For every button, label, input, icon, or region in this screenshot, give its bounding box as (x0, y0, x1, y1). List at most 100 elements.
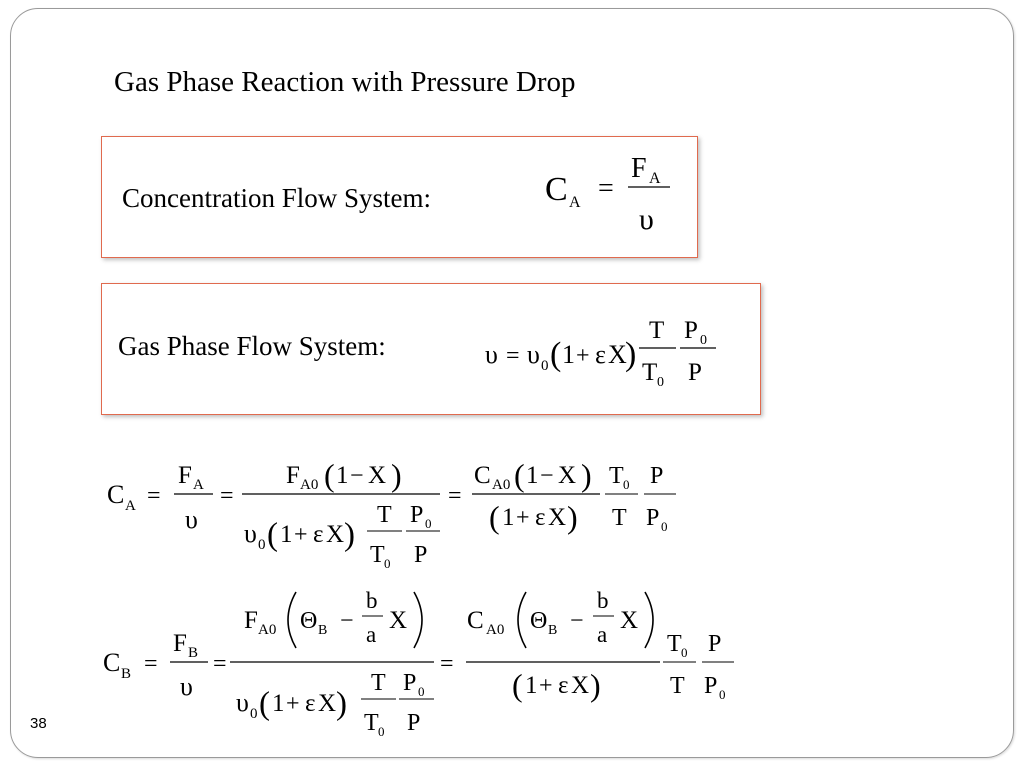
svg-text:(: ( (489, 499, 500, 535)
svg-text:0: 0 (258, 537, 266, 553)
concentration-flow-label: Concentration Flow System: (122, 183, 431, 213)
svg-text:): ) (567, 499, 578, 535)
slide-frame (10, 8, 1014, 758)
svg-text:=: = (506, 343, 520, 369)
svg-text:a: a (597, 622, 607, 647)
svg-text:0: 0 (418, 684, 425, 699)
svg-text:A0: A0 (486, 622, 504, 638)
svg-text:P: P (708, 631, 721, 657)
svg-text:υ: υ (639, 203, 654, 236)
svg-text:b: b (366, 588, 378, 613)
svg-text:T: T (377, 502, 392, 528)
svg-text:=: = (598, 173, 614, 204)
svg-text:=: = (440, 651, 454, 677)
svg-text:C: C (474, 462, 491, 489)
svg-text:C: C (467, 607, 484, 634)
svg-text:): ) (590, 667, 601, 703)
svg-text:a: a (366, 622, 376, 647)
svg-text:F: F (286, 462, 300, 489)
svg-text:=: = (220, 483, 234, 509)
svg-text:0: 0 (657, 375, 664, 390)
svg-text:+: + (539, 673, 553, 699)
svg-text:υ: υ (180, 672, 193, 701)
slide-number: 38 (30, 715, 47, 732)
svg-text:(: ( (324, 457, 335, 493)
svg-text:ε: ε (558, 672, 569, 699)
svg-text:): ) (625, 336, 636, 373)
svg-text:X: X (318, 690, 336, 717)
cb-equation: C B = F B υ = F A0 Θ B − b a X υ 0 ( 1 +… (103, 588, 734, 739)
svg-text:(: ( (550, 336, 561, 373)
svg-text:=: = (147, 483, 161, 509)
concentration-equation: C A = F A υ (545, 153, 670, 236)
svg-text:+: + (286, 691, 300, 717)
svg-text:υ: υ (236, 688, 249, 717)
svg-text:F: F (173, 630, 187, 657)
svg-text:ε: ε (535, 504, 546, 531)
svg-text:T: T (371, 670, 386, 696)
svg-text:+: + (516, 505, 530, 531)
svg-text:=: = (144, 651, 158, 677)
svg-text:1: 1 (336, 462, 349, 489)
svg-text:ε: ε (313, 521, 324, 548)
svg-text:Θ: Θ (300, 608, 317, 634)
svg-text:C: C (103, 648, 120, 677)
svg-text:A: A (649, 170, 661, 187)
svg-text:T: T (649, 317, 664, 344)
svg-text:−: − (540, 463, 554, 489)
svg-text:1: 1 (280, 521, 293, 548)
svg-text:T: T (612, 505, 627, 531)
svg-text:−: − (340, 608, 354, 634)
svg-text:): ) (344, 517, 355, 553)
svg-text:T: T (364, 710, 379, 736)
svg-text:P: P (650, 463, 663, 489)
svg-text:b: b (597, 588, 609, 613)
svg-text:P: P (410, 502, 423, 528)
gas-phase-flow-box: Gas Phase Flow System: υ = υ 0 ( 1 + ε X… (101, 283, 761, 415)
svg-text:X: X (608, 340, 627, 369)
svg-text:υ: υ (244, 519, 257, 548)
svg-text:−: − (350, 463, 364, 489)
svg-text:0: 0 (661, 519, 668, 534)
svg-text:A0: A0 (258, 622, 276, 638)
svg-text:B: B (548, 623, 557, 638)
svg-text:0: 0 (250, 706, 258, 722)
svg-text:B: B (318, 623, 327, 638)
svg-text:A0: A0 (300, 477, 318, 493)
svg-text:X: X (571, 672, 589, 699)
svg-text:T: T (370, 542, 385, 568)
svg-text:1: 1 (272, 690, 285, 717)
svg-text:F: F (631, 153, 647, 184)
svg-text:0: 0 (681, 645, 688, 660)
svg-text:A: A (125, 498, 136, 514)
svg-text:B: B (188, 645, 198, 661)
svg-text:0: 0 (425, 516, 432, 531)
svg-text:P: P (646, 505, 659, 531)
svg-text:T: T (642, 359, 657, 386)
svg-text:1: 1 (526, 462, 539, 489)
slide-title: Gas Phase Reaction with Pressure Drop (114, 66, 576, 98)
svg-text:Θ: Θ (530, 608, 547, 634)
svg-text:X: X (548, 504, 566, 531)
svg-text:ε: ε (305, 690, 316, 717)
svg-text:0: 0 (623, 477, 630, 492)
svg-text:A0: A0 (492, 477, 510, 493)
gas-phase-flow-label: Gas Phase Flow System: (118, 331, 386, 361)
svg-text:0: 0 (384, 556, 391, 571)
svg-text:P: P (688, 359, 702, 386)
svg-text:1: 1 (502, 504, 515, 531)
svg-text:X: X (558, 462, 576, 489)
ca-equation: C A = F A υ = F A0 ( 1 − X ) υ 0 ( 1 + ε… (107, 457, 676, 571)
svg-text:C: C (545, 171, 568, 208)
svg-text:0: 0 (700, 333, 707, 348)
svg-text:−: − (570, 608, 584, 634)
svg-text:ε: ε (595, 340, 606, 369)
svg-text:υ: υ (527, 340, 540, 369)
gas-phase-equation: υ = υ 0 ( 1 + ε X ) T T 0 P 0 P (485, 317, 716, 390)
svg-text:P: P (407, 710, 420, 736)
svg-text:A: A (569, 194, 581, 211)
svg-text:): ) (336, 686, 347, 722)
svg-text:=: = (448, 483, 462, 509)
svg-text:T: T (670, 673, 685, 699)
svg-text:P: P (704, 673, 717, 699)
